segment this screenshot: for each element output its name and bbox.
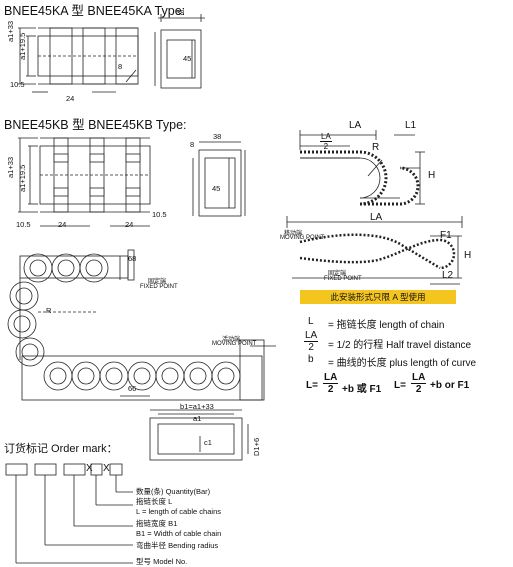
kb-dim-a1-33: a1+33 — [6, 156, 15, 178]
install-fixed-en: FIXED POINT — [324, 276, 362, 282]
ka-dim-a1-19-5: a1+19.5 — [18, 32, 27, 60]
section-a1: a1 — [193, 414, 202, 423]
ka-chain-section-view — [154, 14, 205, 89]
order-mark-diagram — [5, 463, 133, 564]
formula-cn-numerator: LA — [323, 372, 339, 384]
install-note-banner: 此安装形式只限 A 型使用 — [300, 290, 456, 304]
formula-b-symbol: b — [308, 354, 314, 365]
kb-dim-10-5-b: 10.5 — [152, 210, 167, 219]
formula-en-numerator: LA — [411, 372, 427, 384]
large-chain-drawing — [7, 249, 276, 401]
ka-type-title: BNEE45KA 型 BNEE45KA Type: — [4, 4, 186, 18]
order-mark-title: 订货标记 Order mark： — [4, 443, 118, 455]
chain-link-circles — [7, 253, 241, 391]
install-fixed-cn: 固定端 — [328, 271, 347, 277]
loop-la-denominator: 2 — [323, 142, 329, 151]
order-item-width-en: B1 = Width of cable chain — [136, 529, 222, 538]
chain-label-r: R — [46, 306, 52, 315]
order-item-radius: 弯曲半径 Bending radius — [136, 541, 219, 550]
ka-dim-10-5: 10.5 — [10, 80, 25, 89]
kb-dim-24-b: 24 — [125, 220, 134, 229]
chain-dim-68: 68 — [128, 254, 137, 263]
chain-moving-en: MOVING POINT — [212, 341, 257, 347]
kb-dim-38: 38 — [213, 132, 222, 141]
formula-b-desc: = 曲线的长度 plus length of curve — [328, 358, 477, 369]
kb-dim-24-a: 24 — [58, 220, 67, 229]
formula-la-numerator: LA — [304, 330, 319, 342]
kb-dim-45: 45 — [212, 184, 221, 193]
kb-type-title: BNEE45KB 型 BNEE45KB Type: — [4, 118, 187, 132]
formula-la-denominator: 2 — [308, 342, 314, 353]
section-d1: D1+6 — [252, 437, 261, 456]
install-label-l2: L2 — [442, 270, 454, 281]
formula-cn-plus: +b 或 F1 — [342, 384, 382, 395]
ka-chain-front-view — [18, 27, 139, 93]
loop-label-l1: L1 — [405, 120, 417, 131]
loop-label-la-half: LA 2 — [320, 132, 332, 151]
install-moving-cn: 移动端 — [284, 231, 303, 237]
kb-chain-section-view — [192, 141, 246, 217]
section-b1: b1=a1+33 — [180, 402, 214, 411]
order-item-quantity: 数量(条) Quantity(Bar) — [136, 487, 211, 496]
order-mark-x2: X — [103, 463, 110, 474]
install-moving-en: MOVING POINT — [280, 235, 325, 241]
kb-dim-10-5-a: 10.5 — [16, 220, 31, 229]
ka-dim-24: 24 — [66, 94, 75, 103]
order-item-length-en: L = length of cable chains — [136, 507, 221, 516]
formula-l-symbol: L — [308, 316, 314, 327]
formula-en-left: L= — [394, 380, 406, 391]
install-label-h: H — [464, 250, 472, 261]
chain-section-bottom — [149, 409, 249, 461]
order-item-length-cn: 拖链长度 L — [136, 497, 173, 506]
formula-cn-left: L= — [306, 380, 318, 391]
kb-chain-front-view — [18, 137, 151, 227]
ka-dim-45: 45 — [183, 54, 192, 63]
chain-moving-cn: 活动端 — [222, 337, 241, 343]
loop-label-la: LA — [349, 120, 362, 131]
formula-l-desc: = 拖链长度 length of chain — [328, 320, 445, 331]
section-c1: c1 — [204, 438, 212, 447]
install-label-f1: F1 — [440, 230, 452, 241]
formula-cn-denominator: 2 — [327, 384, 334, 395]
kb-dim-a1-19-5: a1+19.5 — [18, 164, 27, 192]
ka-dim-a1-33: a1+33 — [6, 20, 15, 42]
formula-en-fraction: LA 2 — [411, 372, 427, 395]
install-label-la: LA — [370, 212, 383, 223]
formula-en-plus: +b or F1 — [430, 380, 470, 391]
order-item-model: 型号 Model No. — [136, 557, 188, 566]
install-diagram — [286, 216, 463, 285]
formula-cn-fraction: LA 2 — [323, 372, 339, 395]
ka-dim-38: 38 — [176, 8, 185, 17]
loop-label-r: R — [372, 142, 380, 153]
chain-loop-diagram — [299, 130, 425, 206]
chain-fixed-en: FIXED POINT — [140, 284, 178, 290]
ka-dim-8: 8 — [118, 62, 123, 71]
loop-la-numerator: LA — [320, 132, 332, 142]
order-item-width-cn: 拖链宽度 B1 — [136, 519, 178, 528]
formula-la-fraction: LA 2 — [304, 330, 319, 353]
formula-en-denominator: 2 — [415, 384, 422, 395]
formula-la-desc: = 1/2 的行程 Half travel distance — [328, 340, 472, 351]
kb-dim-8: 8 — [190, 140, 195, 149]
chain-dim-66: 66 — [128, 384, 137, 393]
loop-label-h: H — [428, 170, 436, 181]
order-mark-x1: X — [86, 463, 93, 474]
chain-fixed-cn: 固定端 — [148, 279, 167, 285]
